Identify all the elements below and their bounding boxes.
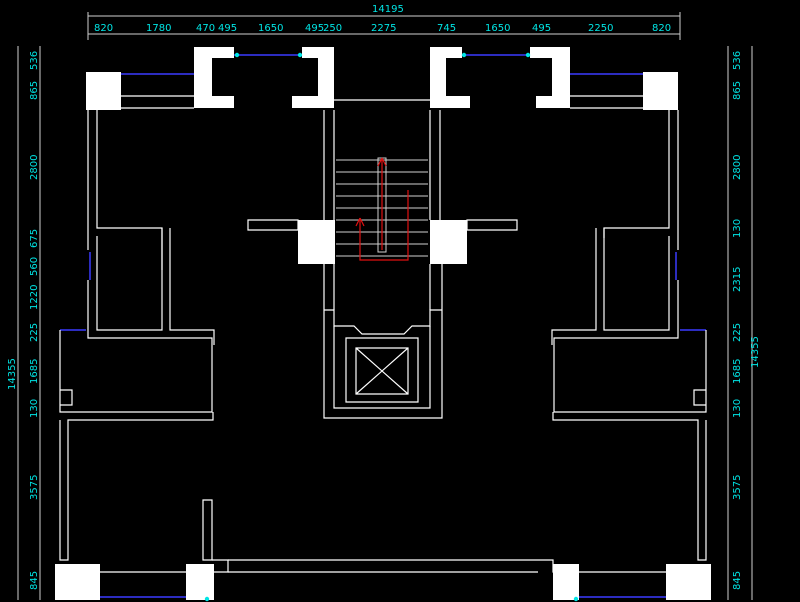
bay-window-right-frame-2 <box>530 47 570 108</box>
right-dim-7: 1685 <box>732 359 743 384</box>
column-stair-left <box>298 220 335 264</box>
top-dim-7: 250 <box>323 23 342 34</box>
left-dim-7: 225 <box>29 323 40 342</box>
top-dim-5: 1650 <box>258 23 283 34</box>
top-dim-4: 495 <box>218 23 237 34</box>
top-dim-11: 495 <box>532 23 551 34</box>
column-bottom-right-2 <box>553 564 579 600</box>
walls-right-unit <box>538 95 707 573</box>
structural-columns <box>55 47 711 600</box>
right-dim-10: 845 <box>732 571 743 590</box>
right-dim-1: 536 <box>732 51 743 70</box>
column-stair-right <box>430 220 467 264</box>
left-dim-4: 675 <box>29 229 40 248</box>
column-bottom-left-2 <box>186 564 214 600</box>
top-dim-12: 2250 <box>588 23 613 34</box>
left-dim-9: 130 <box>29 399 40 418</box>
overall-width-label: 14195 <box>372 4 404 15</box>
column-bottom-left <box>55 564 100 600</box>
right-overall-depth: 14355 <box>750 336 761 368</box>
top-dimension-chain: 820 1780 470 495 1650 495 250 2275 745 1… <box>88 23 680 35</box>
walls-left-unit <box>59 95 229 573</box>
left-dim-10: 3575 <box>29 475 40 500</box>
left-dim-6: 1220 <box>29 285 40 310</box>
walls-core <box>228 99 538 573</box>
left-dim-2: 865 <box>29 81 40 100</box>
column-top-left <box>86 72 121 110</box>
left-dimension-chain: 14355 536 865 2800 675 560 1220 225 1685… <box>7 46 41 600</box>
top-dim-3: 470 <box>196 23 215 34</box>
top-dim-1: 820 <box>94 23 113 34</box>
bay-window-right-frame-1 <box>430 47 470 108</box>
top-dim-9: 745 <box>437 23 456 34</box>
right-dim-2: 865 <box>732 81 743 100</box>
cyan-markers <box>204 52 579 602</box>
right-dim-6: 225 <box>732 323 743 342</box>
top-dim-10: 1650 <box>485 23 510 34</box>
right-dim-4: 130 <box>732 219 743 238</box>
left-dim-5: 560 <box>29 257 40 276</box>
bay-window-left-frame-2 <box>292 47 334 108</box>
column-bottom-right <box>666 564 711 600</box>
top-dim-2: 1780 <box>146 23 171 34</box>
top-dim-13: 820 <box>652 23 671 34</box>
left-dim-11: 845 <box>29 571 40 590</box>
left-dim-3: 2800 <box>29 155 40 180</box>
right-dim-8: 130 <box>732 399 743 418</box>
left-dim-8: 1685 <box>29 359 40 384</box>
right-dim-9: 3575 <box>732 475 743 500</box>
left-overall-depth: 14355 <box>7 358 18 390</box>
right-dimension-chain: 14355 536 865 2800 130 2315 225 1685 130… <box>727 46 761 600</box>
top-dim-6: 495 <box>305 23 324 34</box>
top-dim-8: 2275 <box>371 23 396 34</box>
bay-window-left-frame-1 <box>194 47 234 108</box>
right-dim-3: 2800 <box>732 155 743 180</box>
windows <box>60 54 706 598</box>
overall-width-dimension: 14195 <box>87 4 681 40</box>
left-dim-1: 536 <box>29 51 40 70</box>
right-dim-5: 2315 <box>732 267 743 292</box>
column-top-right <box>643 72 678 110</box>
stair-direction-arrow <box>355 157 409 261</box>
